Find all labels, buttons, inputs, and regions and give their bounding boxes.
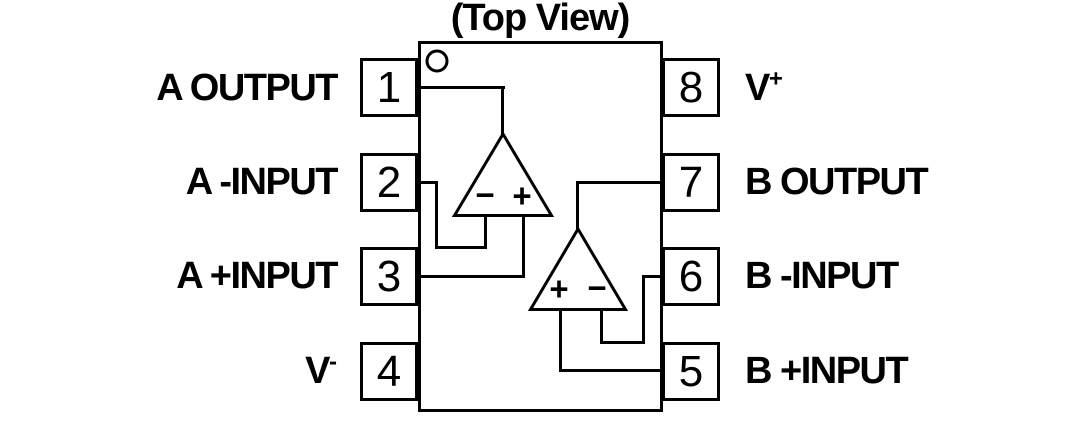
pin-label-b-output: B OUTPUT <box>745 162 1080 202</box>
pin-number-6: 6 <box>678 251 704 301</box>
pin-label-a-output: A OUTPUT <box>0 67 338 109</box>
wire-b-plus-h <box>559 369 663 372</box>
pin-label-text: V <box>305 350 330 392</box>
pin-label-text: B -INPUT <box>745 255 899 297</box>
pin-label-a-plus-input: A +INPUT <box>0 255 338 297</box>
pin-box-8: 8 <box>662 58 720 117</box>
wire-b-minus-h1 <box>642 275 663 278</box>
pin-box-1: 1 <box>360 58 418 117</box>
wire-b-plus-v <box>559 308 562 372</box>
pin-box-3: 3 <box>360 247 418 306</box>
wire-b-minus-v1 <box>642 275 645 344</box>
pin-box-4: 4 <box>360 342 418 401</box>
pin-number-2: 2 <box>376 157 402 207</box>
opamp-a-minus-sign: − <box>475 176 495 213</box>
pin-label-text: B +INPUT <box>745 350 909 392</box>
wire-b-output-v <box>576 181 579 231</box>
pin-label-text: V <box>745 67 770 109</box>
wire-b-output-h <box>576 181 663 184</box>
pin-number-3: 3 <box>376 251 402 301</box>
pin-label-sup: + <box>768 65 783 93</box>
pin-label-v-plus: V+ <box>745 65 1080 109</box>
top-view-title: (Top View) <box>450 0 631 39</box>
wire-a-plus-v <box>522 213 525 278</box>
pin-label-v-minus: V- <box>0 348 337 392</box>
pin-number-8: 8 <box>678 62 704 112</box>
wire-a-minus-v2 <box>484 213 487 249</box>
wire-a-output-h <box>418 86 505 89</box>
pin-number-7: 7 <box>678 157 704 207</box>
pin-label-a-minus-input: A -INPUT <box>0 161 339 203</box>
pin-label-text: A OUTPUT <box>156 67 338 109</box>
pin-box-2: 2 <box>360 153 418 212</box>
opamp-b-plus-sign: + <box>549 270 569 307</box>
pin-number-4: 4 <box>376 346 402 396</box>
pin-box-5: 5 <box>662 342 720 401</box>
wire-a-output-v <box>501 86 504 136</box>
wire-a-minus-v1 <box>435 181 438 249</box>
pin-label-text: A -INPUT <box>185 161 339 203</box>
pin-number-5: 5 <box>678 346 704 396</box>
opamp-b-minus-sign: − <box>587 269 607 306</box>
wire-b-minus-h2 <box>600 341 645 344</box>
wire-a-plus-h <box>418 275 525 278</box>
wire-a-minus-h2 <box>435 246 487 249</box>
pin-number-1: 1 <box>376 62 402 112</box>
wire-a-minus-h1 <box>418 181 438 184</box>
pin-label-b-plus-input: B +INPUT <box>745 351 1080 391</box>
pin-label-sup: - <box>329 348 337 376</box>
pin-label-text: A +INPUT <box>176 255 338 297</box>
wire-b-minus-v2 <box>600 308 603 344</box>
opamp-a-plus-sign: + <box>512 177 532 214</box>
pin-label-b-minus-input: B -INPUT <box>745 256 1080 296</box>
pin-box-7: 7 <box>662 153 720 212</box>
pin-box-6: 6 <box>662 247 720 306</box>
pin-label-text: B OUTPUT <box>745 161 929 203</box>
ic-body <box>418 41 663 412</box>
